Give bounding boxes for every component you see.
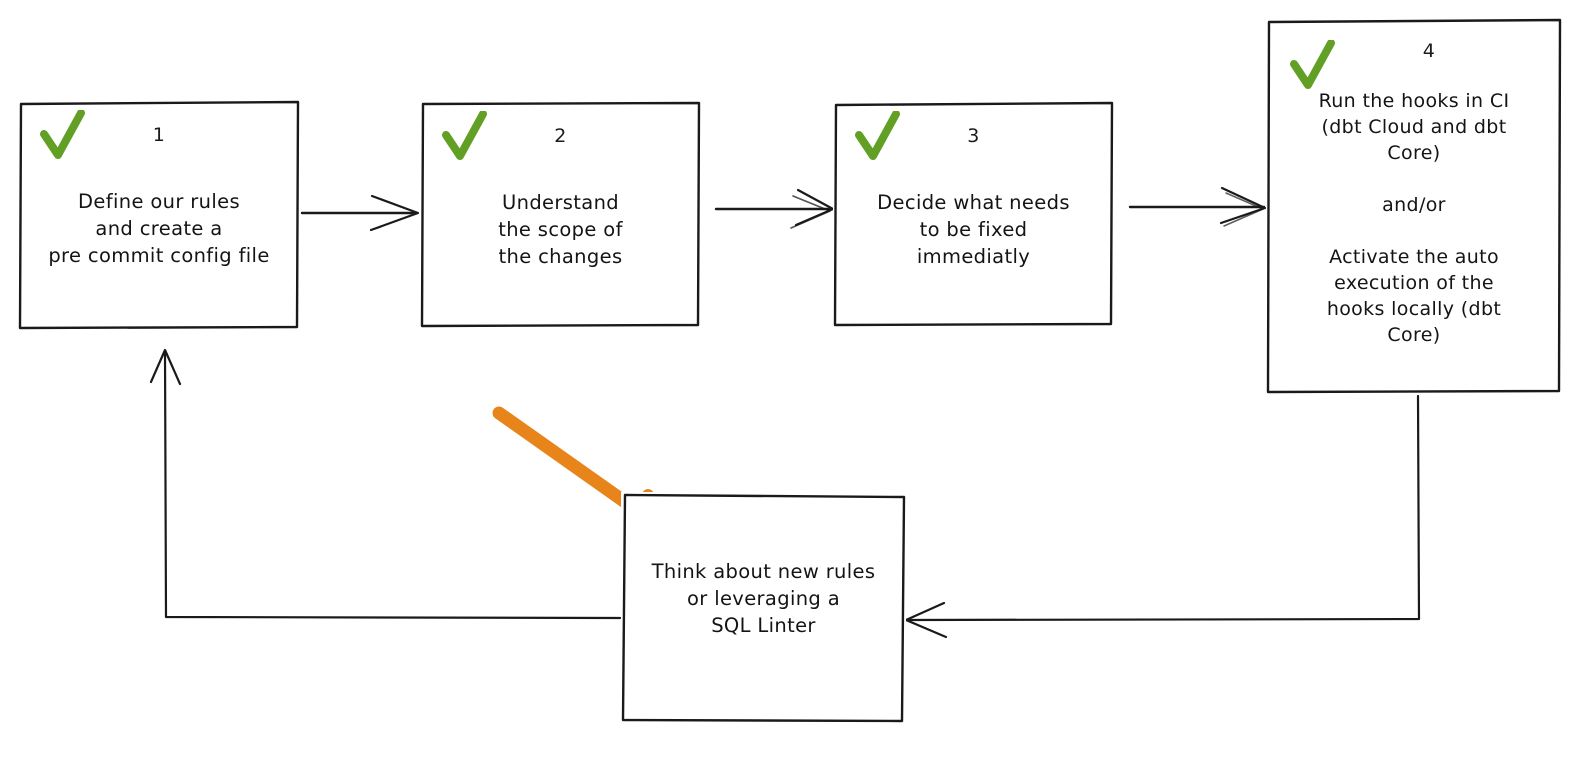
arrow-step4-to-review bbox=[904, 394, 1421, 639]
check-mark-icon bbox=[1290, 40, 1335, 89]
step-number: 1 bbox=[152, 124, 166, 146]
step-description: Define our rules and create a pre commit… bbox=[48, 190, 270, 267]
step-description: Run the hooks in CI (dbt Cloud and dbt C… bbox=[1318, 90, 1510, 346]
review-box[interactable]: Think about new rules or leveraging a SQ… bbox=[621, 492, 906, 724]
check-mark-icon bbox=[442, 111, 487, 160]
step-box-1[interactable]: 1 Define our rules and create a pre comm… bbox=[18, 100, 300, 330]
step-number: 2 bbox=[554, 125, 567, 147]
step-number: 3 bbox=[967, 125, 980, 147]
step-box-3[interactable]: 3 Decide what needs to be fixed immediat… bbox=[833, 101, 1114, 327]
check-mark-icon bbox=[40, 110, 85, 159]
review-description: Think about new rules or leveraging a SQ… bbox=[651, 560, 876, 637]
check-mark-icon bbox=[855, 111, 900, 160]
arrow-step3-to-step4 bbox=[1128, 186, 1267, 227]
step-box-2[interactable]: 2 Understand the scope of the changes bbox=[420, 101, 701, 328]
step-number: 4 bbox=[1422, 40, 1436, 62]
step-box-4[interactable]: 4 Run the hooks in CI (dbt Cloud and dbt… bbox=[1266, 18, 1562, 394]
arrow-review-to-step1 bbox=[149, 348, 622, 620]
step-description: Decide what needs to be fixed immediatly bbox=[877, 191, 1070, 268]
arrow-step1-to-step2 bbox=[300, 194, 420, 232]
arrow-step2-to-step3 bbox=[714, 188, 835, 229]
step-description: Understand the scope of the changes bbox=[498, 191, 623, 268]
